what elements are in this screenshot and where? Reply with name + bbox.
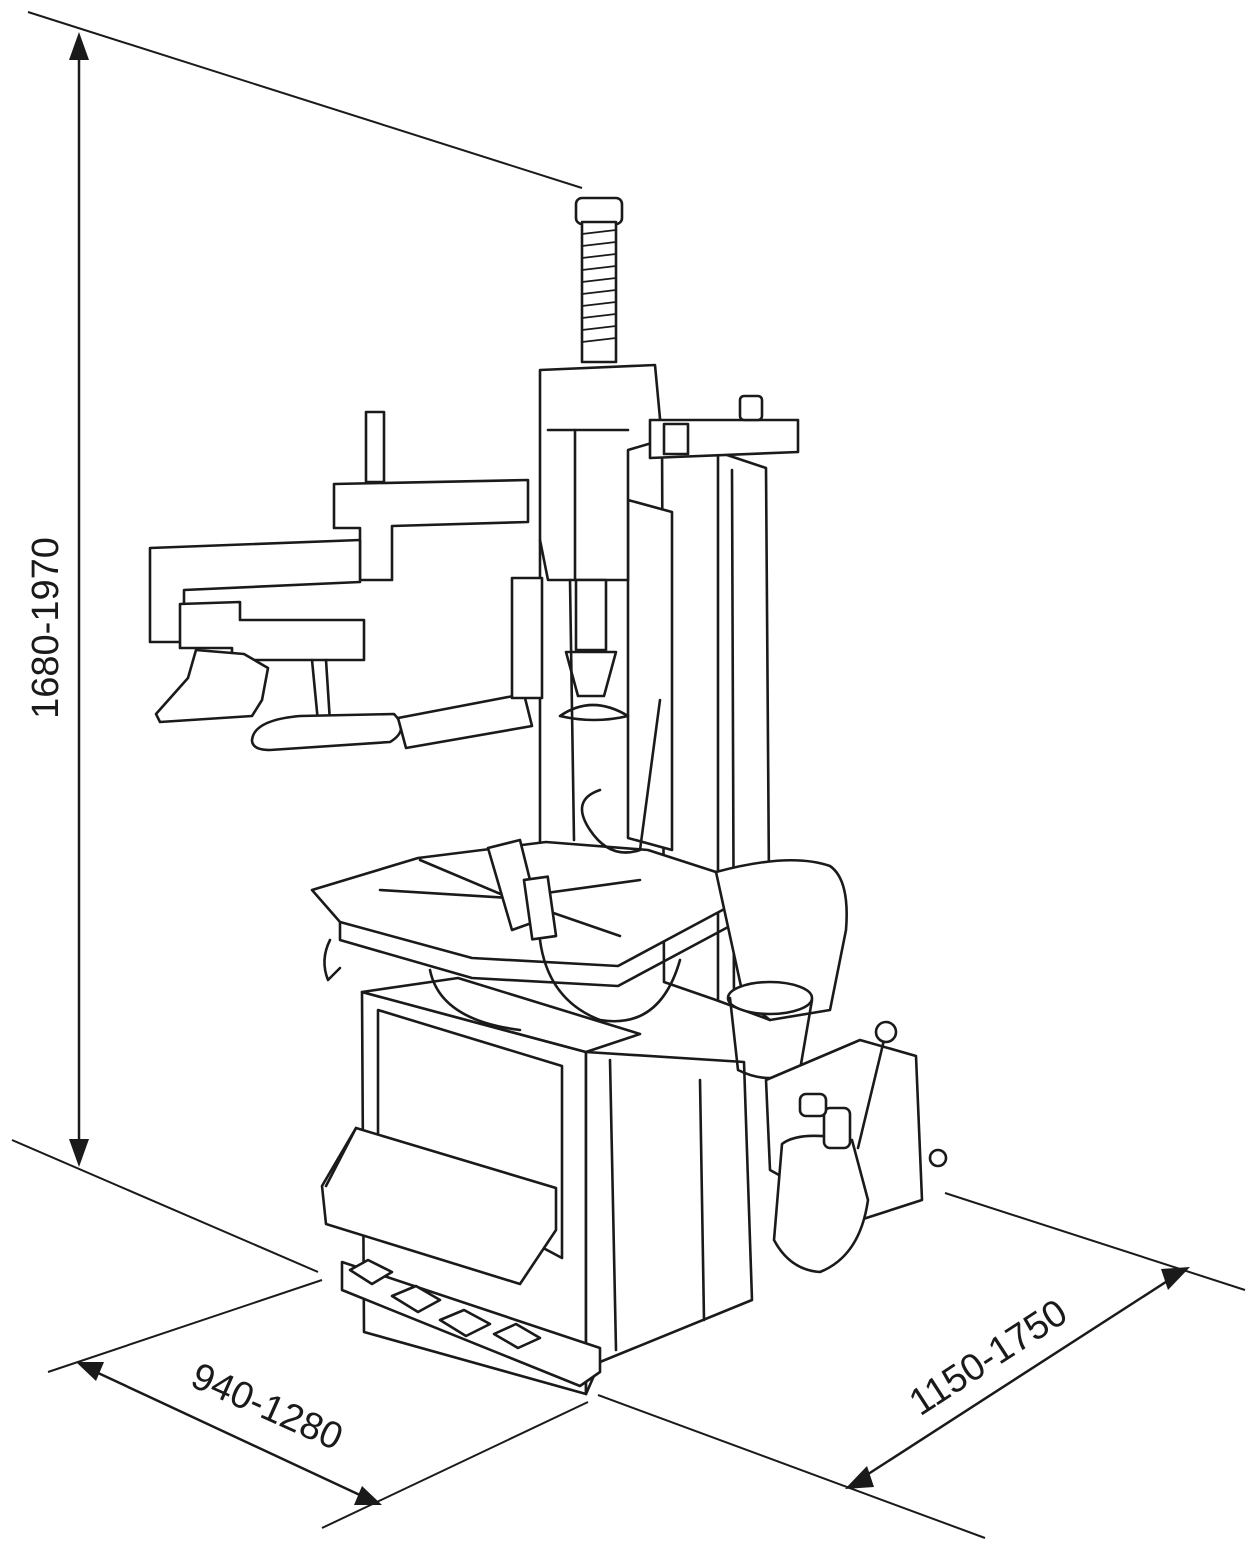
air-hose bbox=[580, 698, 662, 854]
bead-breaker bbox=[764, 1020, 948, 1274]
height-arrow-top bbox=[69, 32, 89, 60]
extension-line-right bbox=[944, 1192, 1246, 1291]
depth-arrow-left bbox=[845, 1466, 874, 1489]
width-arrow-right bbox=[354, 1486, 382, 1505]
helper-arm bbox=[148, 410, 544, 752]
height-label: 1680-1970 bbox=[25, 537, 67, 719]
extension-line-front-left bbox=[47, 1279, 323, 1373]
height-arrow-bottom bbox=[69, 1139, 89, 1167]
foot-pedals bbox=[340, 1258, 602, 1388]
width-label: 940-1280 bbox=[185, 1355, 349, 1459]
air-hose-lower bbox=[323, 938, 342, 982]
extension-line-left-floor bbox=[11, 1139, 319, 1273]
extension-line-top bbox=[27, 11, 583, 189]
width-dimension-line bbox=[95, 1370, 363, 1498]
width-arrow-left bbox=[76, 1362, 104, 1381]
screw-rod bbox=[574, 196, 624, 364]
top-crossbar bbox=[648, 394, 800, 460]
depth-arrow-right bbox=[1161, 1267, 1190, 1290]
extension-line-front-right bbox=[321, 1401, 589, 1529]
tire-changer-machine bbox=[148, 196, 948, 1396]
depth-dimension-line bbox=[861, 1276, 1173, 1480]
extension-line-bottom-right bbox=[597, 1394, 986, 1539]
